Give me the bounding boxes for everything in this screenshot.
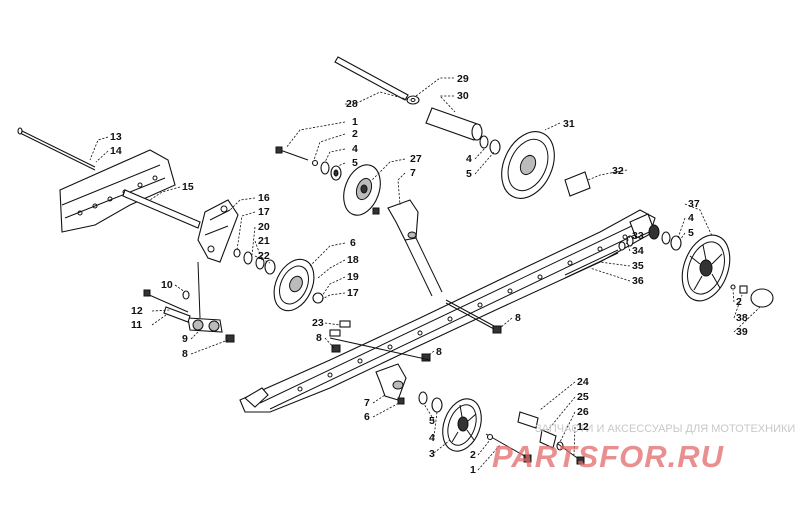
callout-label: 31 [563, 118, 575, 130]
callout-label: 12 [131, 305, 143, 317]
callout-label: 2 [470, 449, 476, 461]
wheel-3 [442, 398, 482, 452]
callout-label: 1 [352, 116, 358, 128]
callout-label: 6 [350, 237, 356, 249]
cap-39 [750, 288, 774, 308]
hardware [143, 135, 748, 465]
callout-label: 33 [632, 230, 644, 242]
callout-label: 7 [364, 397, 370, 409]
watermark-logo: PARTSFOR.RU [492, 439, 725, 474]
callout-label: 18 [347, 254, 359, 266]
callout-label: 8 [436, 346, 442, 358]
callout-label: 1 [470, 464, 476, 476]
callout-label: 21 [258, 235, 270, 247]
callout-label: 16 [258, 192, 270, 204]
callout-label: 30 [457, 90, 469, 102]
callout-label: 5 [352, 157, 358, 169]
axle-housing-32 [564, 171, 660, 240]
shaft-28 [334, 56, 409, 101]
washer-29 [406, 95, 420, 105]
callout-label: 32 [612, 165, 624, 177]
callout-label: 5 [429, 415, 435, 427]
callout-label: 4 [429, 432, 435, 444]
callout-label: 35 [632, 260, 644, 272]
main-rail [239, 209, 656, 413]
callout-label: 5 [466, 168, 472, 180]
callout-label: 8 [515, 312, 521, 324]
watermark-caption: ЗАПЧАСТИ И АКСЕССУАРЫ ДЛЯ МОТОТЕХНИКИ [535, 423, 795, 435]
callout-label: 15 [182, 181, 194, 193]
left-rail [59, 149, 176, 233]
wheel-37 [681, 234, 731, 302]
callout-label: 29 [457, 73, 469, 85]
callout-label: 2 [736, 296, 742, 308]
callout-label: 8 [316, 332, 322, 344]
shaft-15 [122, 189, 201, 229]
callout-label: 11 [131, 319, 142, 331]
linkage-9 [187, 261, 223, 333]
callout-label: 23 [312, 317, 324, 329]
callout-labels: 28 29 30 1 2 4 5 27 7 31 4 5 13 14 15 16… [110, 73, 748, 476]
callout-label: 8 [182, 348, 188, 360]
arm-7-upper [387, 199, 443, 297]
bracket-16 [197, 199, 239, 263]
callout-label: 12 [577, 421, 589, 433]
leader-lines [89, 77, 761, 471]
callout-label: 5 [688, 227, 694, 239]
callout-label: 10 [161, 279, 173, 291]
callout-label: 28 [346, 98, 358, 110]
callout-label: 2 [352, 128, 358, 140]
callout-label: 3 [429, 448, 435, 460]
callout-label: 6 [364, 411, 370, 423]
arm-7-lower [375, 363, 407, 401]
wheel-31 [501, 131, 555, 199]
wheel-18 [273, 258, 315, 312]
callout-label: 7 [410, 167, 416, 179]
callout-label: 22 [258, 250, 270, 262]
callout-label: 27 [410, 153, 422, 165]
callout-label: 4 [466, 153, 472, 165]
callout-label: 4 [352, 143, 358, 155]
callout-label: 19 [347, 271, 359, 283]
shaft-13 [17, 127, 96, 171]
spacer-30 [425, 107, 483, 141]
callout-label: 20 [258, 221, 270, 233]
callout-label: 17 [258, 206, 270, 218]
wheel-27 [343, 164, 381, 216]
callout-label: 36 [632, 275, 644, 287]
watermark: ЗАПЧАСТИ И АКСЕССУАРЫ ДЛЯ МОТОТЕХНИКИ PA… [492, 423, 795, 474]
callout-label: 38 [736, 312, 748, 324]
callout-label: 17 [347, 287, 359, 299]
callout-label: 13 [110, 131, 122, 143]
callout-label: 25 [577, 391, 589, 403]
callout-label: 24 [577, 376, 589, 388]
callout-label: 26 [577, 406, 589, 418]
callout-label: 4 [688, 212, 694, 224]
callout-label: 34 [632, 245, 644, 257]
callout-label: 39 [736, 326, 748, 338]
callout-label: 9 [182, 333, 188, 345]
callout-label: 14 [110, 145, 122, 157]
callout-label: 37 [688, 198, 700, 210]
